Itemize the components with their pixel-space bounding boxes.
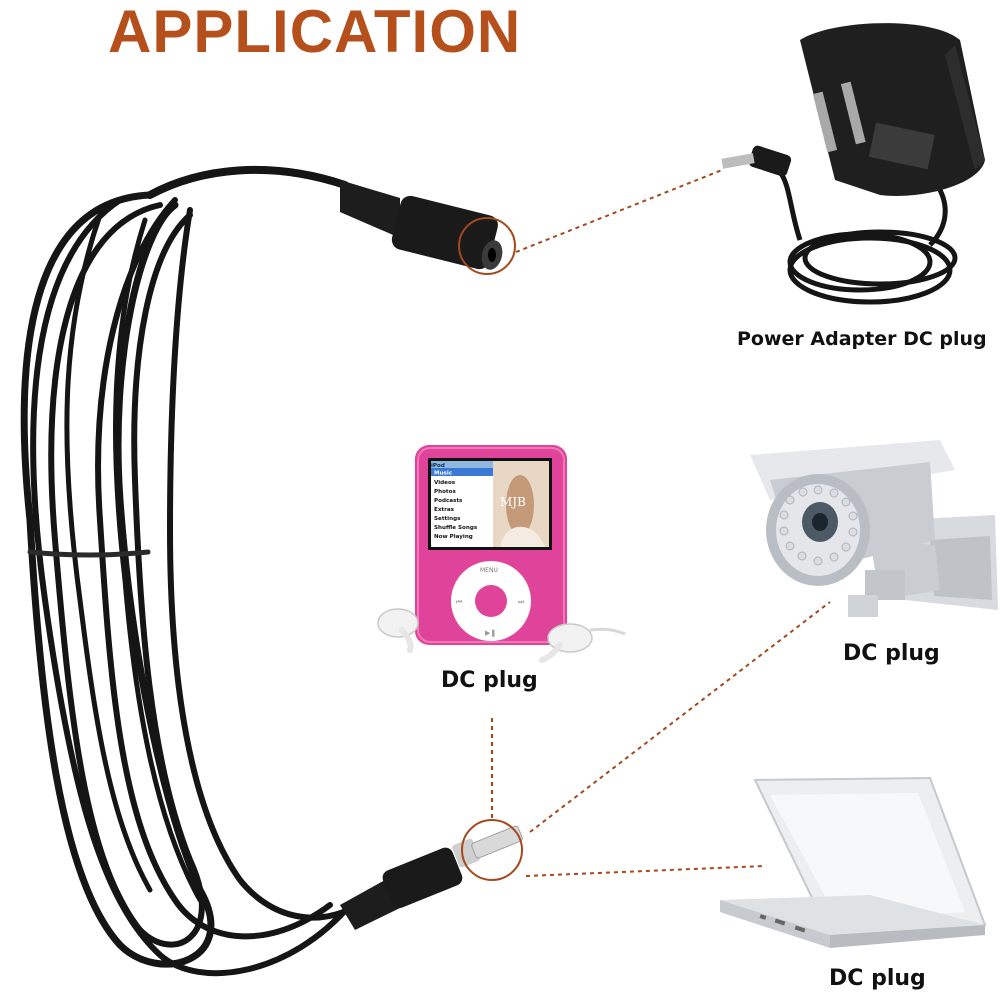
- earbuds-icon: [377, 608, 626, 663]
- ipod-wheel-menu-label: MENU: [480, 567, 498, 574]
- ipod-image: iPod Music Videos Photos Podcasts Extras…: [377, 445, 626, 663]
- ipod-next-icon: ⏭: [518, 599, 525, 606]
- label-camera-dc-plug: DC plug: [843, 641, 940, 666]
- extension-cable-coil: [20, 165, 373, 977]
- label-power-adapter-dc-plug: Power Adapter DC plug: [737, 328, 987, 350]
- highlight-circle-male-plug: [461, 819, 523, 881]
- label-laptop-dc-plug: DC plug: [829, 966, 926, 991]
- ipod-menu-item: Settings: [434, 516, 461, 522]
- label-ipod-dc-plug: DC plug: [441, 668, 538, 693]
- security-camera-image: [750, 440, 998, 617]
- ipod-menu-item: Photos: [434, 489, 456, 495]
- page-title: APPLICATION: [108, 0, 522, 65]
- leader-lines: [491, 169, 831, 877]
- ipod-menu-item: Podcasts: [434, 498, 463, 504]
- power-adapter-image: [721, 23, 985, 305]
- ipod-menu-item: Now Playing: [434, 534, 473, 540]
- ipod-play-pause-icon: ▶❚: [485, 629, 496, 637]
- ipod-menu-item: Extras: [434, 507, 455, 513]
- ipod-album-art-text: MJB: [500, 495, 526, 509]
- ipod-header: iPod: [431, 463, 445, 469]
- highlight-circle-female-jack: [458, 217, 516, 275]
- ipod-menu-item: Music: [434, 471, 452, 477]
- ipod-menu-item: Shuffle Songs: [434, 525, 478, 531]
- ipod-menu-item: Videos: [434, 480, 456, 486]
- female-dc-jack: [340, 180, 503, 270]
- ipod-prev-icon: ⏮: [456, 599, 462, 606]
- male-dc-plug: [340, 825, 523, 930]
- laptop-image: [720, 776, 987, 948]
